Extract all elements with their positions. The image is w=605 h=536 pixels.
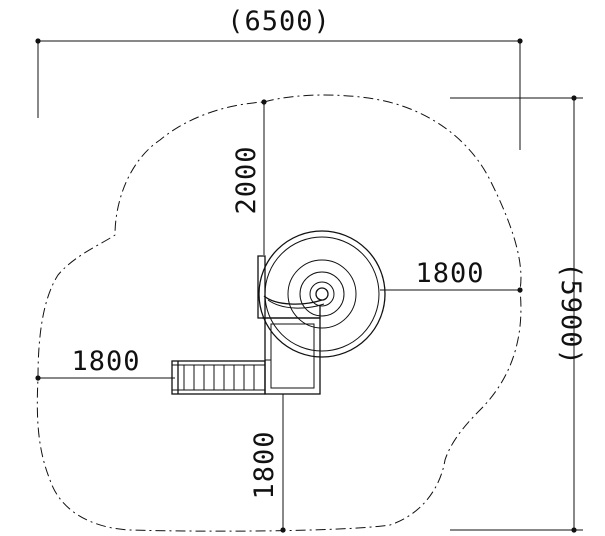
overall-width-label: (6500)	[227, 6, 331, 37]
left-clearance-label: 1800	[71, 346, 140, 377]
spiral-slide	[258, 230, 386, 358]
overall-depth-label: (5900)	[555, 262, 586, 366]
stair-ladder	[171, 360, 266, 395]
bottom-clearance-label: 1800	[249, 430, 280, 499]
safety-zone-boundary	[36, 94, 522, 532]
top-clearance-label: 2000	[231, 145, 262, 214]
top-clearance-dimension: 2000	[231, 99, 267, 255]
left-clearance-dimension: 1800	[35, 346, 175, 381]
right-clearance-dimension: 1800	[380, 258, 523, 293]
bottom-clearance-dimension: 1800	[249, 394, 286, 533]
overall-depth-dimension: (5900)	[450, 95, 586, 533]
overall-width-dimension: (6500)	[35, 6, 523, 150]
right-clearance-label: 1800	[415, 258, 484, 289]
tower-platform	[264, 317, 321, 395]
